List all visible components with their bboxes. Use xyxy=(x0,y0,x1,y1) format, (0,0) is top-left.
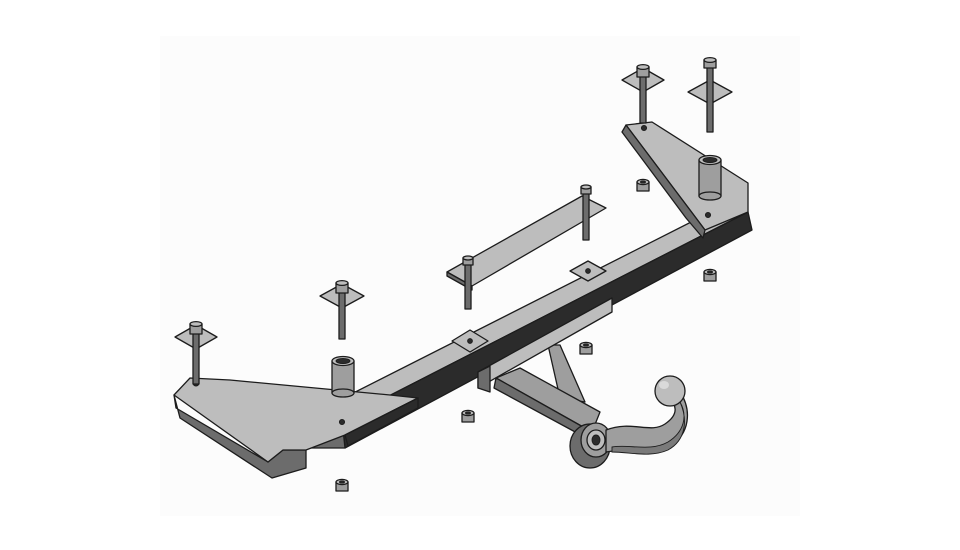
left-plate-rib xyxy=(344,397,419,447)
drawbar-gusset xyxy=(547,344,586,403)
spacer-tube-right-bottom xyxy=(698,191,722,201)
tow-ball xyxy=(654,375,686,407)
right-bracket-plate xyxy=(621,121,749,239)
tow-ball-highlight xyxy=(659,381,669,389)
drawbar-mount-side xyxy=(477,365,491,393)
mounting-nut xyxy=(579,341,593,355)
mounting-nut xyxy=(636,178,650,192)
right-plate-edge xyxy=(621,124,706,239)
crossbar-pad xyxy=(451,260,607,353)
left-bracket-plate xyxy=(173,377,419,479)
spacer-tube-right-bore xyxy=(702,156,718,164)
right-plate-hole xyxy=(640,124,648,132)
spacer-tube-right-body xyxy=(698,159,722,197)
drawbar-flange-bore xyxy=(591,434,601,446)
mounting-nut xyxy=(335,478,349,492)
left-plate-hole-rear xyxy=(338,418,346,426)
drawbar-arm xyxy=(477,297,689,469)
mounting-bolt xyxy=(687,56,733,133)
spacer-tube xyxy=(698,154,722,201)
spacer-tube-left-bottom xyxy=(331,388,355,398)
mounting-bolt xyxy=(580,184,592,241)
right-plate-hole-rear xyxy=(704,211,712,219)
center-clamp-plate xyxy=(446,184,607,310)
mounting-nut xyxy=(703,268,717,282)
mounting-bolt xyxy=(319,279,365,340)
mounting-bolt xyxy=(621,63,665,124)
spacer-tube-left-bore xyxy=(335,357,351,365)
mounting-bolt xyxy=(174,320,218,385)
mounting-nut xyxy=(461,409,475,423)
tow-ball-sphere xyxy=(654,375,686,407)
mounting-bolt xyxy=(462,255,474,310)
spacer-tube xyxy=(331,355,355,398)
